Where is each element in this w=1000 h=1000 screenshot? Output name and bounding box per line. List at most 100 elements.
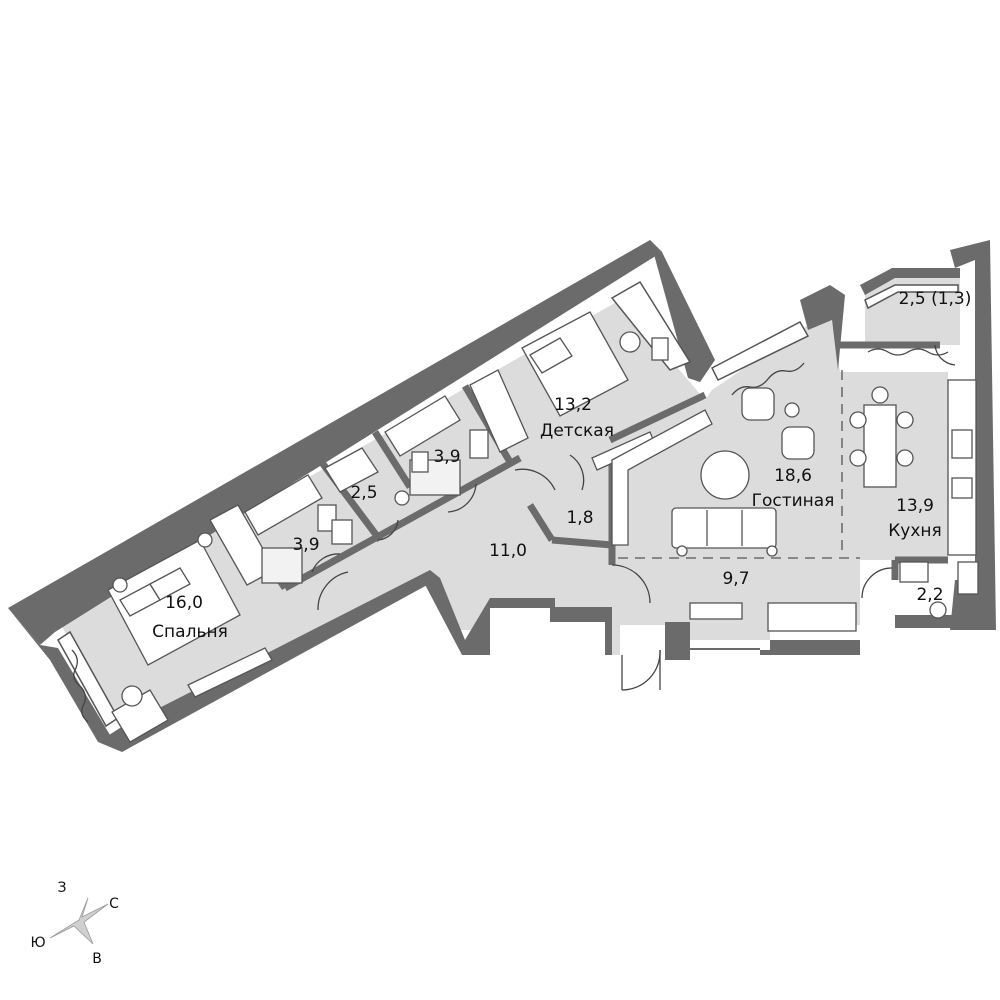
wc2-fixtures <box>899 561 979 619</box>
bathtub-1 <box>244 474 323 536</box>
door-nursery <box>514 468 556 491</box>
door-closet <box>569 454 585 491</box>
bed <box>107 539 241 666</box>
hall-area: 9,7 <box>722 569 749 589</box>
wc1-toilet <box>394 490 410 506</box>
compass-north: С <box>109 896 119 912</box>
compass-south: Ю <box>30 935 45 951</box>
kitchen-furniture <box>849 379 977 556</box>
doors <box>311 344 956 691</box>
compass-west: З <box>58 880 67 896</box>
wall-wc1-bath2 <box>372 430 413 489</box>
compass-star-icon <box>49 897 109 945</box>
bath1-fixtures <box>244 474 353 584</box>
wc2-sink <box>899 561 929 583</box>
sofa-leg-right <box>766 545 778 557</box>
dining-table <box>863 404 897 488</box>
curtain-living <box>731 362 805 396</box>
bath2-fixtures <box>384 395 489 496</box>
kitchen-area: 13,9 <box>896 496 934 516</box>
window-nursery <box>610 280 692 371</box>
living-area: 18,6 <box>774 466 812 486</box>
nursery-wardrobe <box>469 369 529 453</box>
bath1-area: 3,9 <box>292 535 319 555</box>
bath2-area: 3,9 <box>433 447 460 467</box>
window-balcony <box>864 284 959 310</box>
nightstand-lamp <box>112 577 128 593</box>
nightstand-lamp-2 <box>197 532 213 548</box>
dining-chair-3 <box>896 411 914 429</box>
dining-chair-4 <box>896 449 914 467</box>
wall-hall-bottom <box>665 622 860 660</box>
wall-balcony-top <box>860 268 960 295</box>
living-furniture <box>611 387 857 632</box>
wc1-area: 2,5 <box>350 483 377 503</box>
wardrobe-bedroom <box>187 647 273 698</box>
wall-closet-bottom <box>551 536 613 549</box>
door-entry <box>611 564 651 604</box>
hall-console <box>689 602 743 620</box>
sink-2 <box>469 429 489 459</box>
door-kitchen-balcony <box>934 344 956 366</box>
dining-chair-1 <box>849 411 867 429</box>
wall-corridor-top <box>283 454 522 592</box>
armchair-1 <box>741 387 775 421</box>
nursery-name: Детская <box>540 421 614 441</box>
door-wc2 <box>861 567 893 599</box>
nursery-furniture <box>469 311 669 471</box>
main-floor <box>58 300 948 728</box>
wall-north-diagonal <box>8 240 662 645</box>
wall-bedroom-west <box>8 608 110 742</box>
living-name: Гостиная <box>752 491 835 511</box>
closet-area: 1,8 <box>566 508 593 528</box>
dining-chair-5 <box>871 386 889 404</box>
curtain-bedroom <box>71 649 89 723</box>
compass: З С Ю В <box>30 880 119 967</box>
compass-east: В <box>92 951 102 967</box>
kitchen-counter <box>947 379 977 556</box>
bath1-tile-floor <box>261 547 303 584</box>
dining-chair-2 <box>849 449 867 467</box>
chair-bedroom <box>121 685 143 707</box>
bedroom-name: Спальня <box>152 622 228 642</box>
toilet-2 <box>411 451 429 473</box>
wall-ne-corner <box>650 240 715 382</box>
nursery-desk <box>651 337 669 361</box>
hall-wardrobe <box>767 602 857 632</box>
windows <box>57 280 959 728</box>
wall-living-north <box>800 285 845 370</box>
wc2-toilet <box>929 601 947 619</box>
nursery-area: 13,2 <box>554 395 592 415</box>
wall-wc2-bottom <box>895 615 995 628</box>
toilet-1 <box>331 519 353 545</box>
balcony-area: 2,5 (1,3) <box>899 289 972 309</box>
wall-closet <box>527 503 555 542</box>
bathtub-2 <box>384 395 461 457</box>
cooktop <box>951 429 973 459</box>
zone-dividers <box>618 370 860 559</box>
bedroom-area: 16,0 <box>165 593 203 613</box>
wc2-shower <box>957 561 979 595</box>
nursery-pillow <box>529 337 573 374</box>
door-bedroom <box>317 571 349 611</box>
living-shelf <box>611 409 713 546</box>
bedroom-furniture <box>107 504 276 743</box>
wc1-fixtures <box>324 447 410 506</box>
wall-nursery-living <box>608 391 707 444</box>
coffee-table <box>700 450 750 500</box>
curtain-kitchen <box>867 348 949 356</box>
kitchen-sink <box>951 477 973 499</box>
curtains <box>71 348 949 723</box>
sofa-leg-left <box>676 545 688 557</box>
nursery-chair <box>619 331 641 353</box>
door-wc1 <box>377 519 399 541</box>
sofa <box>671 507 777 549</box>
kitchen-name: Кухня <box>888 521 942 541</box>
nursery-bed <box>521 311 629 417</box>
door-bath2 <box>447 483 477 513</box>
door-bath1 <box>311 553 341 573</box>
wall-kitchen-east <box>950 240 996 630</box>
door-balcony <box>621 649 661 691</box>
bed-pillow-2 <box>149 567 191 601</box>
